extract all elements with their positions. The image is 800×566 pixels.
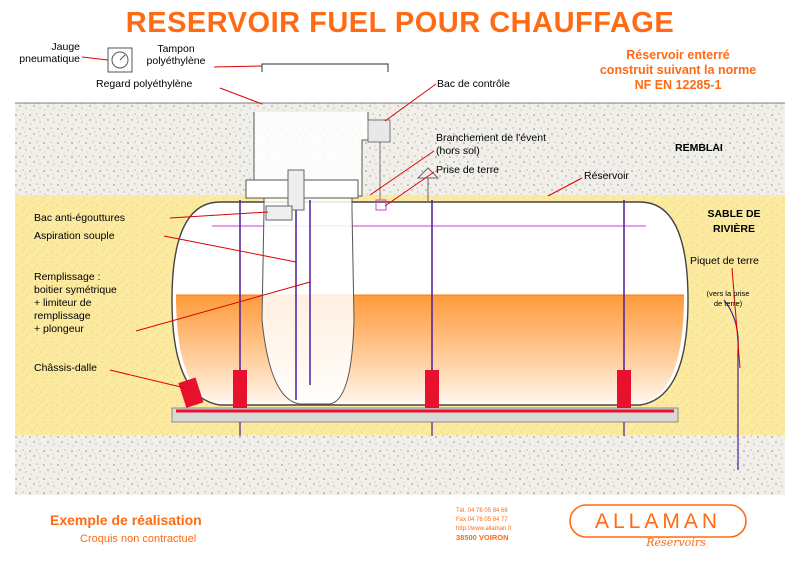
contact-city: 38500 VOIRON	[456, 533, 509, 542]
label-sable-2: RIVIÈRE	[713, 222, 755, 235]
label-reservoir: Réservoir	[584, 170, 629, 182]
contact-fax: Fax 04 76 05 84 77	[456, 517, 508, 523]
pointer-egouttures	[169, 211, 269, 219]
label-prise-terre: Prise de terre	[436, 164, 499, 176]
norm-line-2: construit suivant la norme	[600, 63, 756, 77]
label-bac-controle: Bac de contrôle	[437, 78, 510, 90]
label-aspiration: Aspiration souple	[34, 230, 115, 242]
pointer-bac-controle	[384, 83, 437, 122]
label-vers-1: (vers la prise	[707, 289, 750, 298]
label-remplissage-2: boitier symétrique	[34, 284, 117, 296]
label-branchement-2: (hors sol)	[436, 145, 480, 157]
footer-sub: Croquis non contractuel	[80, 533, 196, 545]
norm-line-1: Réservoir enterré	[626, 48, 730, 62]
allaman-logo: ALLAMAN Réservoirs	[569, 504, 747, 549]
label-regard: Regard polyéthylène	[96, 78, 192, 90]
label-remblai: REMBLAI	[675, 142, 723, 154]
label-tampon-2: polyéthylène	[147, 55, 206, 67]
regard-chamber	[253, 112, 369, 405]
remblai-layer	[15, 103, 785, 195]
label-remplissage-4: remplissage	[34, 310, 91, 322]
pointer-jauge	[81, 56, 109, 61]
label-jauge-2: pneumatique	[19, 53, 80, 65]
bottom-gravel-layer	[15, 435, 785, 495]
label-remplissage-1: Remplissage :	[34, 271, 101, 283]
tie-rod-right	[617, 200, 631, 436]
label-chassis: Châssis-dalle	[34, 362, 97, 374]
chassis-wedge	[178, 377, 204, 408]
label-vers-2: de terre)	[714, 299, 743, 308]
pointer-branchement	[369, 150, 435, 196]
brand-name: ALLAMAN	[595, 510, 721, 533]
contact-web: http://www.allaman.fr	[456, 526, 512, 532]
footer-main: Exemple de réalisation	[50, 512, 202, 528]
tie-rod-center	[425, 200, 439, 436]
label-branchement-1: Branchement de l'évent	[436, 132, 546, 144]
filling-box	[287, 169, 305, 211]
label-tampon-1: Tampon	[157, 43, 195, 55]
egouttures-tray	[265, 205, 293, 221]
gauge-icon	[107, 47, 133, 73]
pointer-piquet	[731, 267, 741, 369]
label-sable-1: SABLE DE	[707, 208, 760, 220]
pointer-tampon	[213, 65, 263, 68]
bac-controle-box	[367, 119, 391, 143]
pointer-prise-terre	[384, 171, 435, 207]
label-remplissage-3: + limiteur de	[34, 297, 92, 309]
brand-sub: Réservoirs	[645, 536, 706, 549]
tie-rod-left	[233, 200, 247, 436]
contact-tel: Tél. 04 76 05 84 66	[456, 508, 508, 514]
pointer-chassis	[109, 369, 186, 389]
pointer-regard	[219, 87, 263, 105]
label-remplissage-5: + plongeur	[34, 323, 84, 335]
pointer-remplissage	[135, 281, 311, 332]
pointer-aspiration	[163, 235, 297, 263]
label-piquet: Piquet de terre	[690, 255, 759, 267]
regard-lid	[261, 63, 389, 72]
label-egouttures: Bac anti-égouttures	[34, 212, 125, 224]
norm-line-3: NF EN 12285-1	[635, 78, 722, 92]
label-jauge-1: Jauge	[51, 41, 80, 53]
pointer-reservoir	[547, 177, 583, 197]
page-title: RESERVOIR FUEL POUR CHAUFFAGE	[126, 7, 674, 39]
